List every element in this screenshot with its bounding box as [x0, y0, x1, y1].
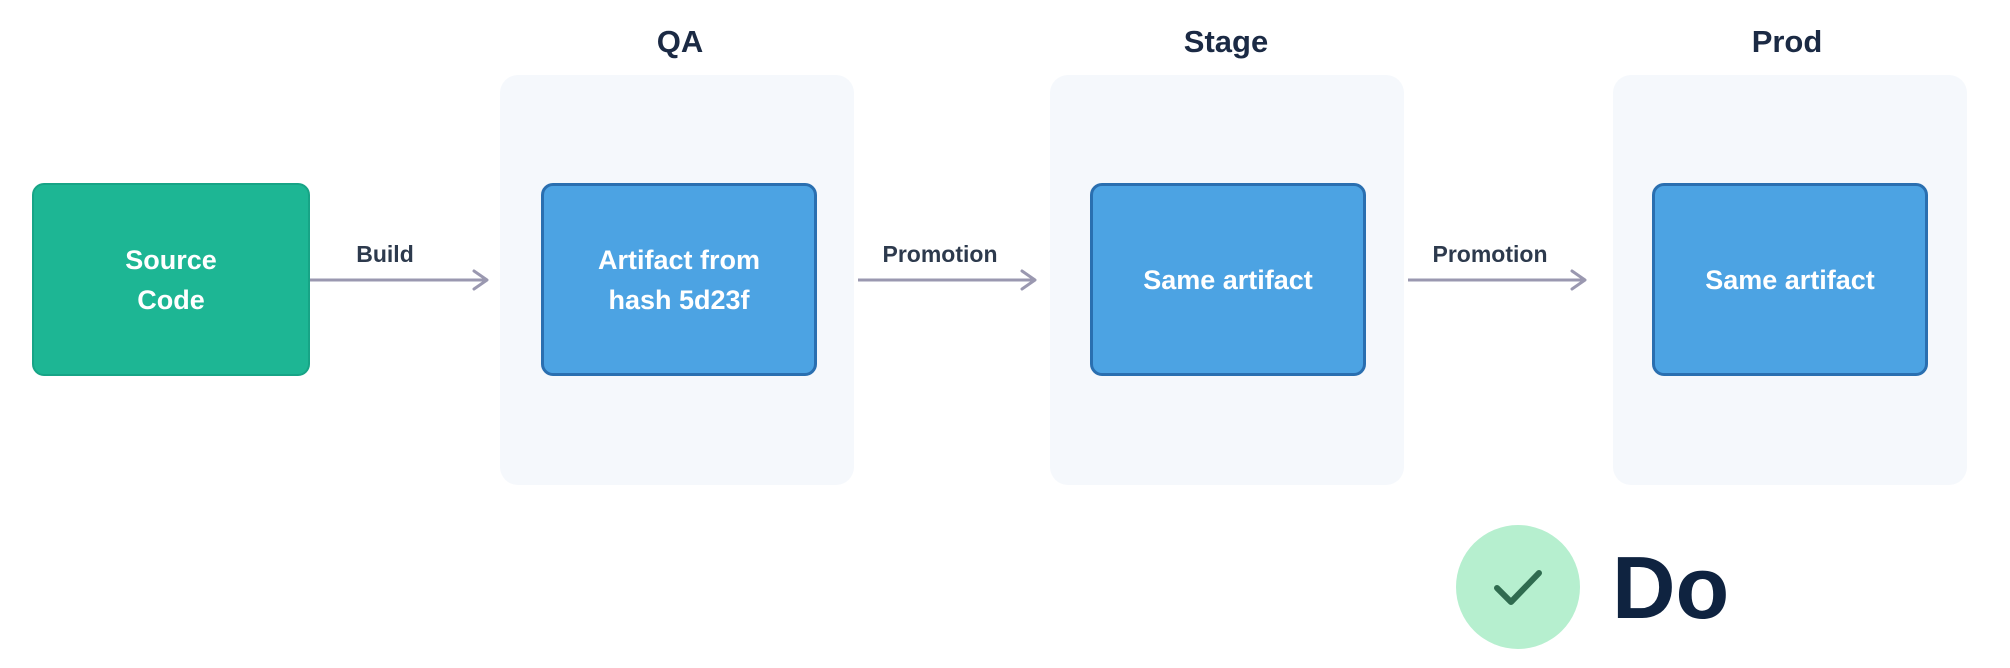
artifact-label-stage: Same artifact	[1143, 260, 1313, 300]
env-title-prod: Prod	[1751, 24, 1823, 59]
env-title-stage: Stage	[1183, 24, 1269, 59]
artifact-node-qa: Artifact from hash 5d23f	[541, 183, 817, 376]
artifact-label-stage-line1: Same artifact	[1143, 264, 1313, 295]
arrow-promotion-2	[1408, 269, 1587, 291]
artifact-label-prod-line1: Same artifact	[1705, 264, 1875, 295]
arrow-promotion-1	[858, 269, 1037, 291]
env-title-qa: QA	[656, 24, 704, 59]
verdict-badge	[1456, 525, 1580, 649]
source-code-label-line2: Code	[137, 284, 205, 315]
source-code-label: Source Code	[125, 240, 217, 320]
source-code-node: Source Code	[32, 183, 310, 376]
artifact-node-stage: Same artifact	[1090, 183, 1366, 376]
artifact-node-prod: Same artifact	[1652, 183, 1928, 376]
artifact-label-qa: Artifact from hash 5d23f	[598, 240, 760, 320]
source-code-label-line1: Source	[125, 244, 217, 275]
edge-label-promotion-1: Promotion	[882, 241, 998, 267]
artifact-label-prod: Same artifact	[1705, 260, 1875, 300]
checkmark-icon	[1494, 570, 1542, 605]
edge-label-promotion-2: Promotion	[1432, 241, 1548, 267]
edge-label-build: Build	[356, 241, 414, 267]
artifact-label-qa-line1: Artifact from	[597, 244, 760, 275]
verdict-label: Do	[1612, 538, 1730, 637]
arrow-build	[310, 269, 489, 291]
artifact-label-qa-line2: hash 5d23f	[608, 284, 750, 315]
